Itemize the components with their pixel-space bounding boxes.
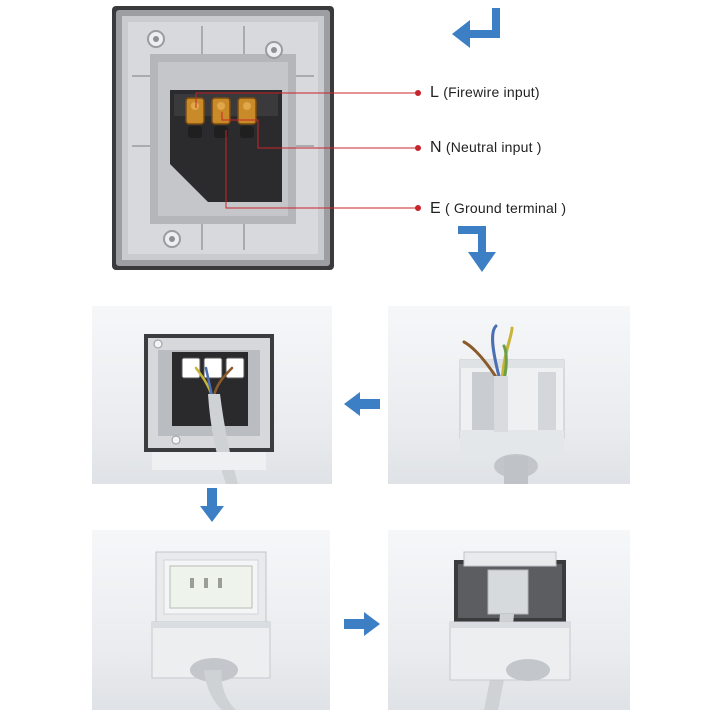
leader-dot-n [415,145,421,151]
leader-dot-e [415,205,421,211]
terminal-leader-lines [195,92,418,209]
terminal-label-n: N (Neutral input ) [430,139,542,156]
terminal-label-l: L (Firewire input) [430,84,540,101]
block-arrow-icon [200,488,224,522]
socket-terminal-photo [112,6,334,270]
connected-terminals-photo [92,306,332,484]
terminal-label-e: E ( Ground terminal ) [430,200,567,217]
plug-inserted-photo [388,530,630,710]
block-arrow-icon [344,392,380,416]
block-arrow-icon [344,612,380,636]
closed-cover-photo [92,530,330,710]
bent-arrow-icon [452,8,500,48]
bent-arrow-icon [458,226,496,272]
leader-dot-l [415,90,421,96]
wiring-box-photo [388,306,630,484]
